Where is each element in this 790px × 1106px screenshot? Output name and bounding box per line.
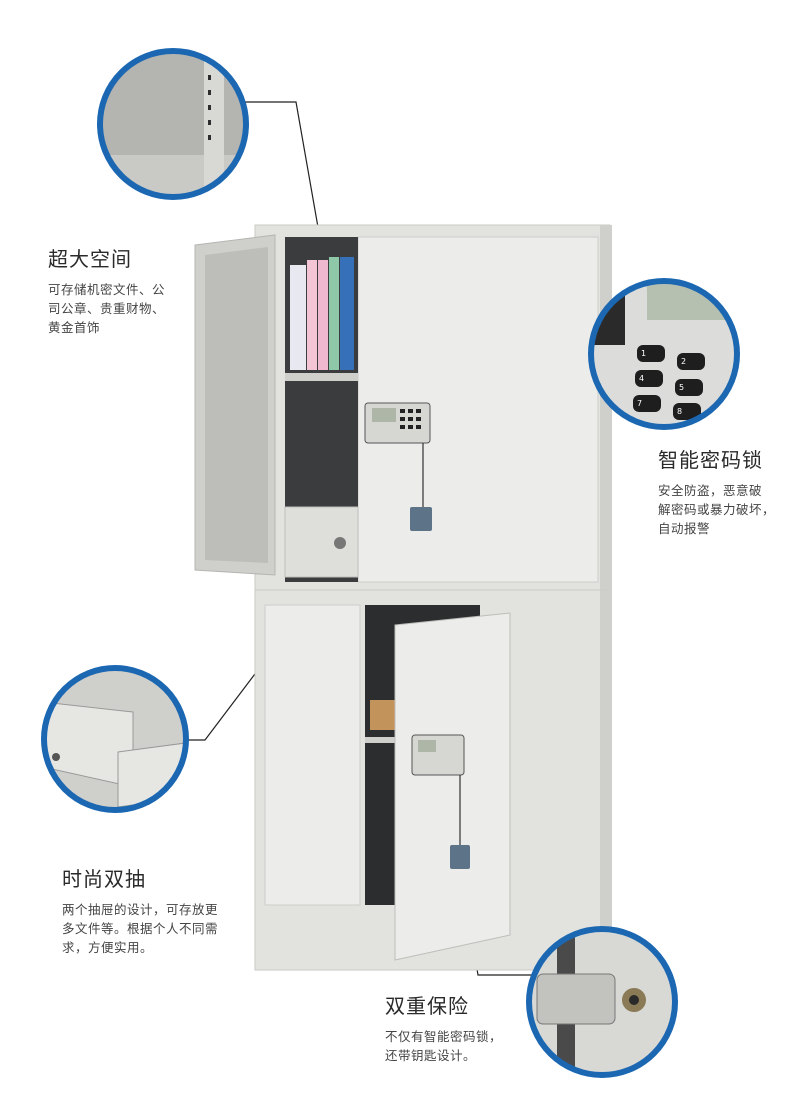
detail-keylock-icon <box>526 926 678 1078</box>
feature-desc-line: 不仅有智能密码锁， <box>385 1029 503 1044</box>
upper-shelf <box>285 373 358 381</box>
lower-left-door <box>264 604 361 906</box>
detail-interior-icon <box>97 48 249 200</box>
feature-title: 时尚双抽 <box>62 867 146 891</box>
feature-desc-line: 求，方便实用。 <box>62 940 154 955</box>
lower-cabinet-side <box>600 590 612 970</box>
feature-desc-line: 司公章、贵重财物、 <box>48 301 166 316</box>
inner-safe-box <box>284 506 359 578</box>
inner-safe-lock-icon <box>334 537 346 549</box>
feature-double-drawer: 时尚双抽 两个抽屉的设计，可存放更 多文件等。根据个人不同需 求，方便实用。 <box>62 863 218 957</box>
binder-pink-2 <box>318 260 328 370</box>
feature-desc-line: 安全防盗，恶意破 <box>658 483 763 498</box>
upper-tag <box>410 507 432 531</box>
lower-tag <box>450 845 470 869</box>
feature-desc-line: 自动报警 <box>658 521 711 536</box>
feature-desc-line: 解密码或暴力破坏， <box>658 502 776 517</box>
feature-desc-line: 多文件等。根据个人不同需 <box>62 921 219 936</box>
feature-large-space: 超大空间 可存储机密文件、公 司公章、贵重财物、 黄金首饰 <box>48 243 165 337</box>
svg-text:2: 2 <box>681 357 686 366</box>
leader-line-interior <box>238 101 323 251</box>
binder-pink-1 <box>307 260 317 370</box>
upper-right-door <box>357 236 599 583</box>
svg-text:4: 4 <box>639 374 644 383</box>
feature-title: 超大空间 <box>48 247 132 271</box>
binder-blue <box>340 257 354 370</box>
feature-desc-line: 可存储机密文件、公 <box>48 282 166 297</box>
feature-title: 智能密码锁 <box>658 448 763 472</box>
feature-desc-line: 还带钥匙设计。 <box>385 1048 477 1063</box>
binder-white-1 <box>290 265 306 370</box>
upper-keypad-display <box>372 408 396 422</box>
feature-desc-line: 黄金首饰 <box>48 320 101 335</box>
svg-text:1: 1 <box>641 349 646 358</box>
binder-green <box>329 257 339 370</box>
feature-double-insurance: 双重保险 不仅有智能密码锁， 还带钥匙设计。 <box>385 990 502 1065</box>
svg-text:5: 5 <box>679 383 684 392</box>
feature-desc-line: 两个抽屉的设计，可存放更 <box>62 902 219 917</box>
wood-box <box>370 700 398 730</box>
feature-smart-lock: 智能密码锁 安全防盗，恶意破 解密码或暴力破坏， 自动报警 <box>658 444 775 538</box>
lower-right-door-open <box>394 612 511 961</box>
svg-text:7: 7 <box>637 399 642 408</box>
feature-title: 双重保险 <box>385 994 469 1018</box>
detail-keypad-icon: 1 2 4 5 7 8 <box>588 278 740 430</box>
cabinet-icon <box>194 224 612 971</box>
svg-text:8: 8 <box>677 407 682 416</box>
detail-drawers-icon <box>41 665 189 813</box>
